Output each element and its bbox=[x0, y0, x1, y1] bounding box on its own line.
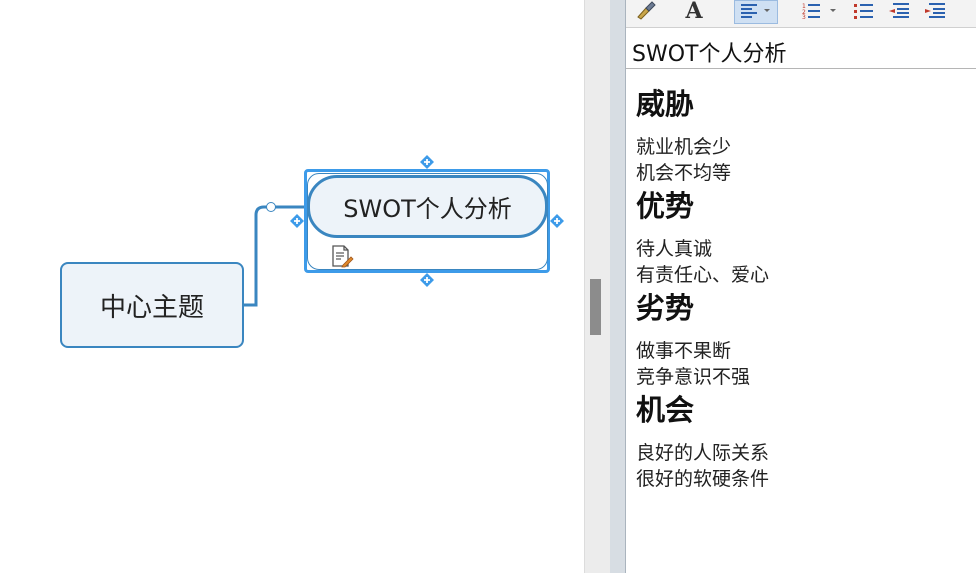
note-document-icon[interactable] bbox=[330, 244, 354, 268]
section-line: 待人真诚 bbox=[636, 238, 713, 260]
increase-indent-button[interactable] bbox=[922, 0, 950, 24]
section-line: 有责任心、爱心 bbox=[636, 264, 770, 286]
expand-bottom-handle[interactable] bbox=[420, 273, 434, 287]
svg-text:1: 1 bbox=[802, 3, 806, 10]
section-heading: 优势 bbox=[636, 189, 695, 223]
selection-frame bbox=[304, 169, 550, 273]
expand-top-handle[interactable] bbox=[420, 155, 434, 169]
section-heading: 机会 bbox=[636, 393, 695, 427]
notes-section: 劣势 做事不果断 竞争意识不强 bbox=[636, 288, 966, 390]
section-heading: 劣势 bbox=[636, 291, 695, 325]
notes-section: 威胁 就业机会少 机会不均等 bbox=[636, 84, 966, 186]
bullet-list-icon bbox=[852, 1, 876, 23]
expand-right-handle[interactable] bbox=[550, 214, 564, 228]
notes-panel: A 1 2 3 bbox=[626, 0, 976, 573]
font-button[interactable]: A bbox=[680, 0, 708, 24]
connector-point[interactable] bbox=[266, 202, 276, 212]
svg-text:A: A bbox=[684, 0, 703, 21]
svg-text:3: 3 bbox=[802, 14, 806, 19]
notes-section: 机会 良好的人际关系 很好的软硬条件 bbox=[636, 390, 966, 492]
align-left-icon bbox=[738, 1, 774, 23]
decrease-indent-icon bbox=[887, 1, 913, 23]
decrease-indent-button[interactable] bbox=[886, 0, 914, 24]
numbered-list-button[interactable]: 1 2 3 bbox=[798, 0, 842, 24]
increase-indent-icon bbox=[923, 1, 949, 23]
section-line: 良好的人际关系 bbox=[636, 442, 770, 464]
notes-body[interactable]: 威胁 就业机会少 机会不均等 优势 待人真诚 有责任心、爱心 劣势 做事不果断 … bbox=[636, 84, 966, 492]
subtopic-swot[interactable]: SWOT个人分析 bbox=[307, 175, 548, 238]
section-line: 就业机会少 bbox=[636, 136, 732, 158]
section-line: 机会不均等 bbox=[636, 162, 732, 184]
mindmap-canvas[interactable]: 中心主题 SWOT个人分析 bbox=[0, 0, 584, 573]
font-a-icon: A bbox=[683, 0, 705, 25]
section-line: 很好的软硬条件 bbox=[636, 468, 770, 490]
align-left-button[interactable] bbox=[734, 0, 778, 24]
format-brush-icon bbox=[635, 0, 657, 24]
section-heading: 威胁 bbox=[636, 87, 695, 121]
notes-title-bar: SWOT个人分析 bbox=[626, 28, 976, 69]
panel-edge bbox=[610, 0, 626, 573]
central-topic-label: 中心主题 bbox=[99, 292, 204, 323]
section-line: 做事不果断 bbox=[636, 340, 732, 362]
notes-section: 优势 待人真诚 有责任心、爱心 bbox=[636, 186, 966, 288]
topic-connector bbox=[244, 205, 304, 307]
subtopic-label: SWOT个人分析 bbox=[343, 195, 512, 223]
splitter-grip[interactable] bbox=[590, 279, 601, 335]
section-line: 竞争意识不强 bbox=[636, 366, 751, 388]
central-topic[interactable]: 中心主题 bbox=[60, 262, 244, 348]
panel-splitter[interactable] bbox=[584, 0, 611, 573]
bullet-list-button[interactable] bbox=[850, 0, 878, 24]
expand-left-handle[interactable] bbox=[290, 214, 304, 228]
numbered-list-icon: 1 2 3 bbox=[800, 1, 840, 23]
notes-toolbar: A 1 2 3 bbox=[626, 0, 976, 28]
svg-text:2: 2 bbox=[802, 9, 806, 16]
notes-title: SWOT个人分析 bbox=[632, 42, 787, 67]
format-brush-button[interactable] bbox=[632, 0, 660, 24]
